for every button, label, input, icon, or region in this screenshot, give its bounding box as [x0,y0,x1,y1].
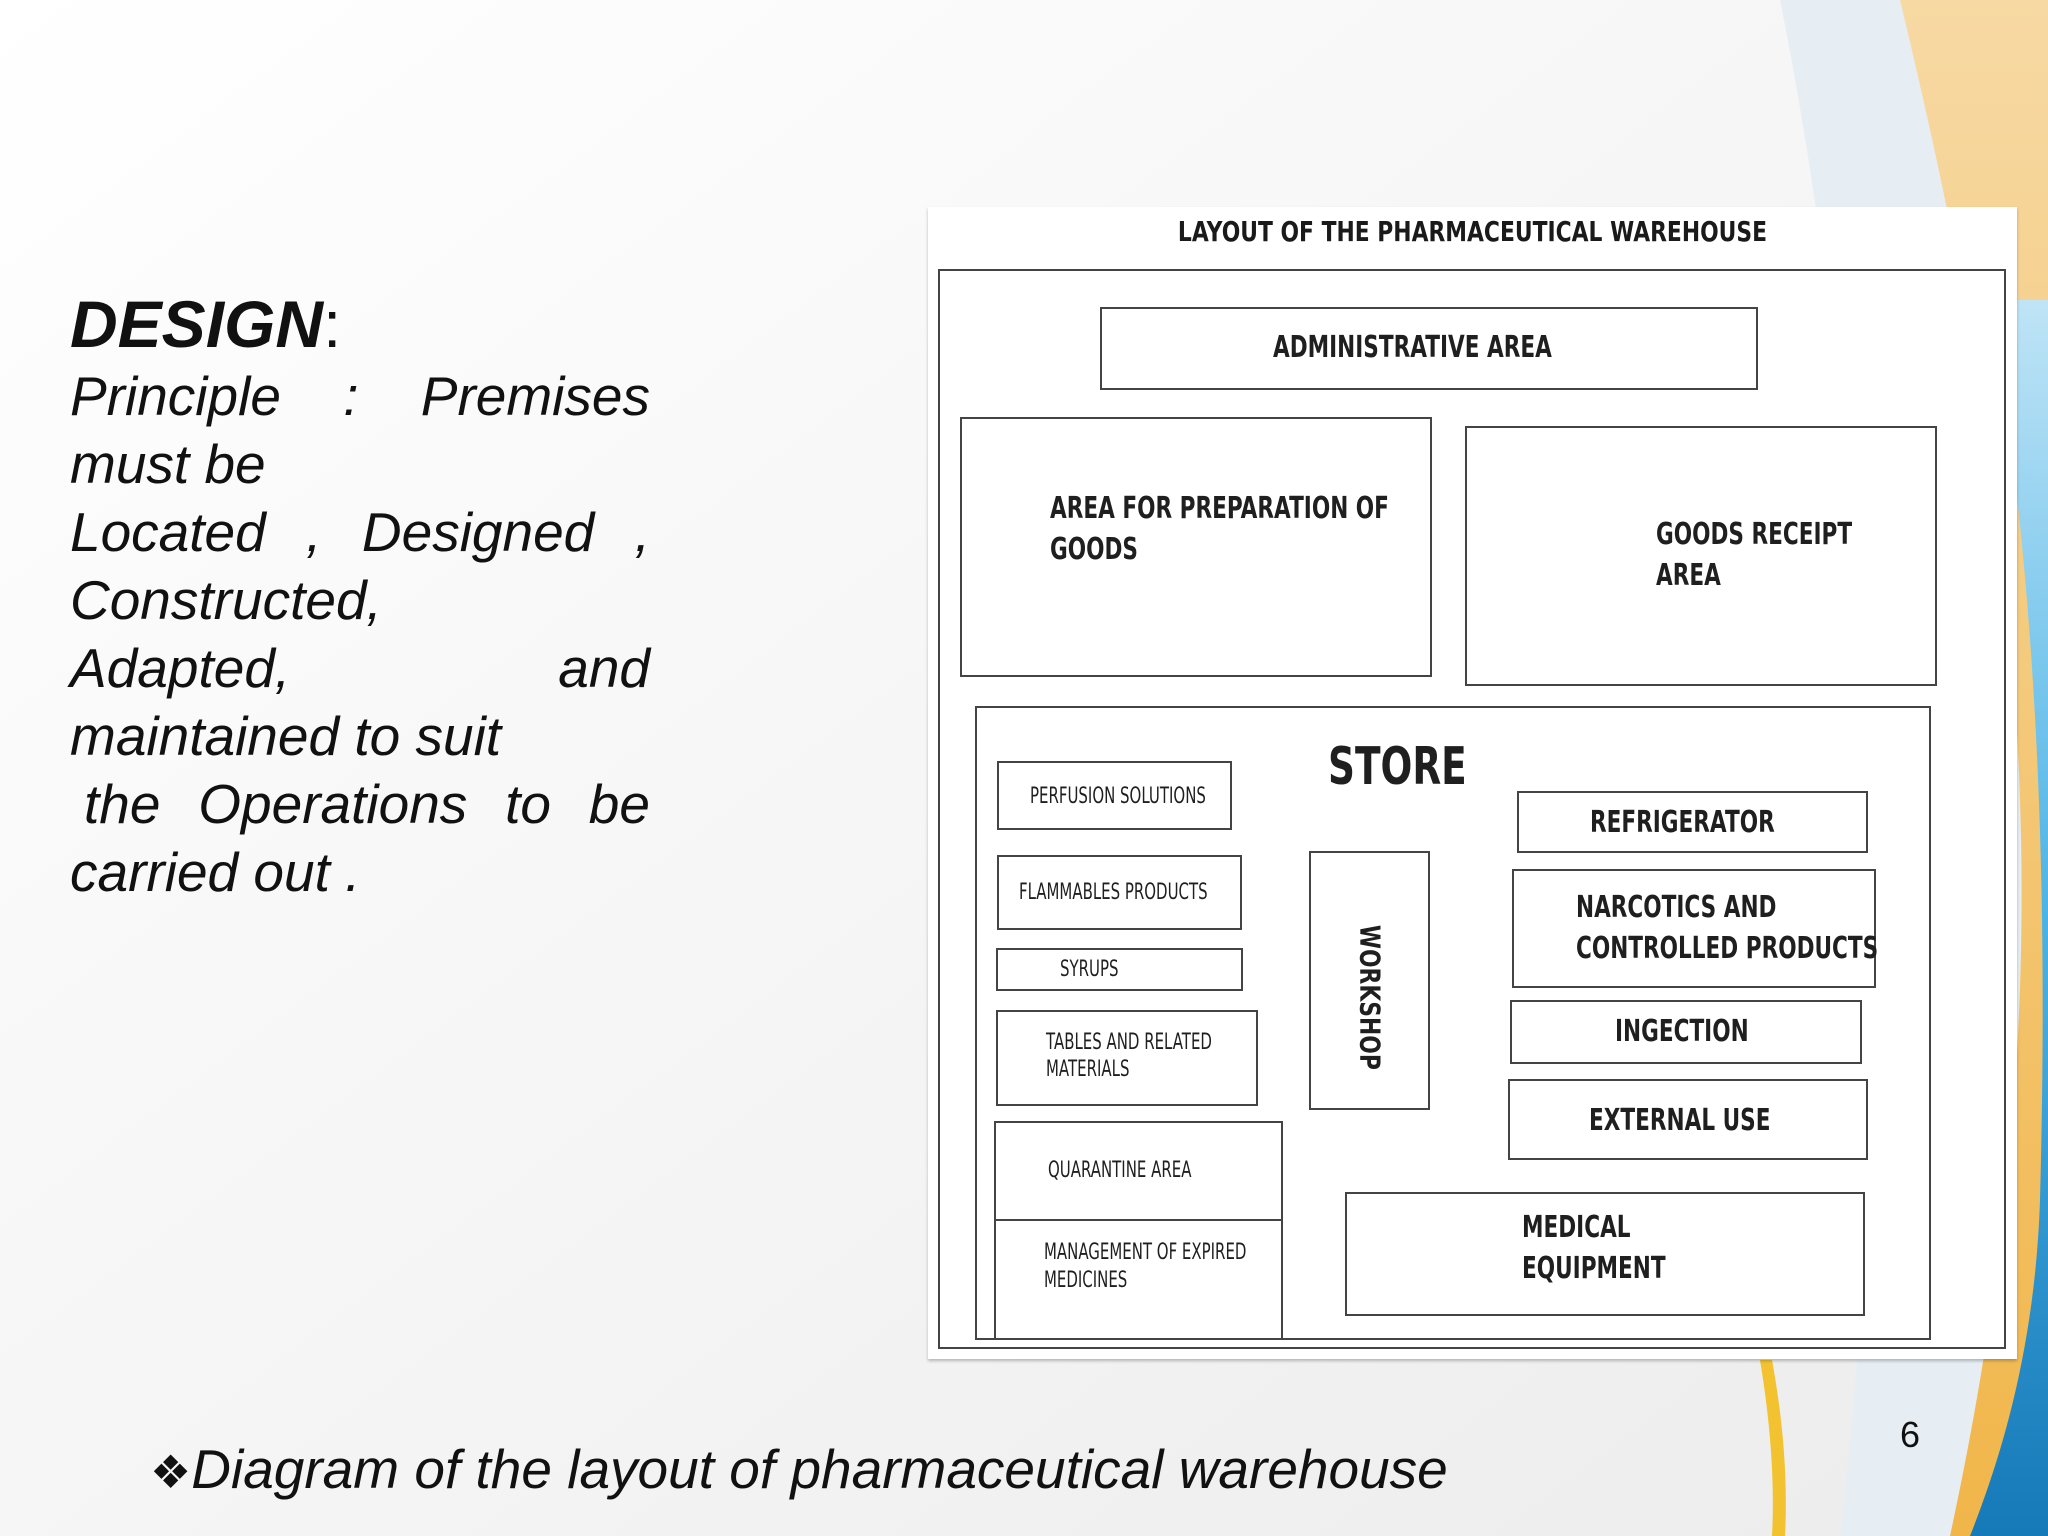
page-number: 6 [1900,1414,1921,1455]
medical-equipment-label-1: MEDICAL [1522,1210,1631,1245]
syrups-label: SYRUPS [1060,957,1119,982]
goods-receipt-label-1: GOODS RECEIPT [1656,517,1853,552]
workshop-box [1309,851,1430,1110]
preparation-area-label-1: AREA FOR PREPARATION OF [1050,491,1389,526]
design-text-block: DESIGN: Principle:Premises must be Locat… [70,286,650,906]
ingection-label: INGECTION [1615,1014,1749,1049]
body-line-2: must be [70,433,266,495]
administrative-area-box [1100,307,1758,390]
refrigerator-label: REFRIGERATOR [1590,805,1775,840]
body-line-3: Located,Designed, [70,501,650,563]
workshop-label: WORKSHOP [1353,924,1387,1070]
perfusion-solutions-box [997,761,1232,830]
tables-materials-label-1: TABLES AND RELATED [1046,1030,1212,1055]
expired-medicines-label-1: MANAGEMENT OF EXPIRED [1044,1240,1247,1265]
syrups-box [996,948,1243,991]
expired-medicines-label-2: MEDICINES [1044,1268,1128,1293]
perfusion-solutions-label: PERFUSION SOLUTIONS [1030,784,1206,809]
preparation-area-label-2: GOODS [1050,532,1138,567]
medical-equipment-box [1345,1192,1865,1316]
refrigerator-box [1517,791,1868,853]
flammables-products-label: FLAMMABLES PRODUCTS [1019,880,1208,905]
warehouse-layout-diagram: LAYOUT OF THE PHARMACEUTICAL WAREHOUSE A… [928,207,2017,1359]
body-line-5: Adapted,and [70,637,650,699]
external-use-box [1508,1079,1868,1160]
tables-materials-box [996,1010,1258,1106]
preparation-area-box [960,417,1432,677]
administrative-area-label: ADMINISTRATIVE AREA [1273,330,1552,365]
goods-receipt-label-2: AREA [1656,558,1721,593]
body-line-8: carried out . [70,841,361,903]
warehouse-outer-frame [938,269,2006,1349]
body-line-6: maintained to suit [70,705,502,767]
narcotics-controlled-label-2: CONTROLLED PRODUCTS [1576,931,1879,966]
body-line-4: Constructed, [70,569,382,631]
body-line-1: Principle:Premises [70,365,650,427]
narcotics-controlled-label-1: NARCOTICS AND [1576,890,1777,925]
design-heading: DESIGN: [70,287,342,361]
store-label: STORE [1328,737,1467,797]
tables-materials-label-2: MATERIALS [1046,1057,1130,1082]
diamond-bullet-icon: ❖ [150,1446,192,1498]
diagram-caption: ❖Diagram of the layout of pharmaceutical… [150,1437,1448,1501]
medical-equipment-label-2: EQUIPMENT [1522,1251,1666,1286]
quarantine-area-label: QUARANTINE AREA [1048,1158,1192,1183]
flammables-products-box [997,855,1242,930]
goods-receipt-box [1465,426,1937,686]
expired-medicines-box [994,1219,1283,1340]
ingection-box [1510,1000,1862,1064]
external-use-label: EXTERNAL USE [1589,1103,1771,1138]
diagram-caption-text: Diagram of the layout of pharmaceutical … [191,1438,1448,1500]
narcotics-controlled-box [1512,869,1876,988]
diagram-title: LAYOUT OF THE PHARMACEUTICAL WAREHOUSE [1177,215,1768,248]
store-box [975,706,1931,1340]
